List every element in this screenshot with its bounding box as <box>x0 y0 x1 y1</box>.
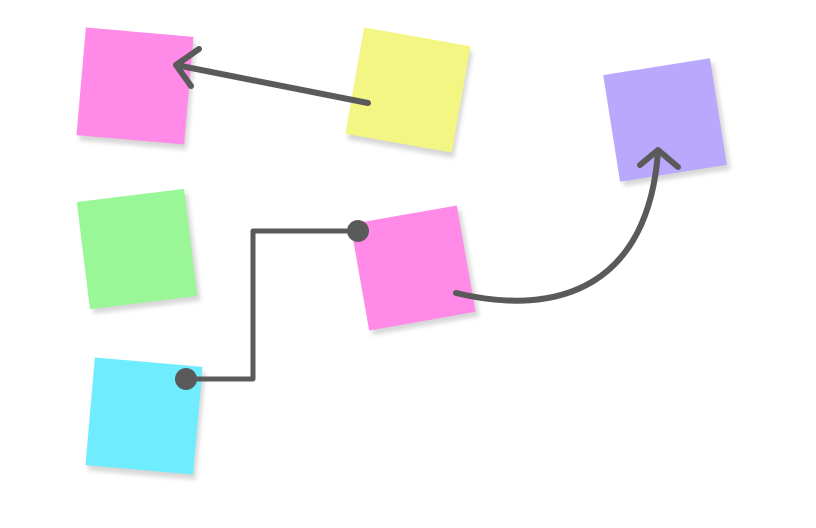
sticky-note-pink-top-left[interactable] <box>76 27 194 145</box>
sticky-note-green-left[interactable] <box>76 188 198 310</box>
sticky-note-pink-center[interactable] <box>350 205 476 331</box>
sticky-note-purple-right[interactable] <box>603 58 727 182</box>
connector-cyan-to-pink[interactable] <box>175 220 369 390</box>
elbow-connector-line <box>183 228 361 382</box>
connector-yellow-to-pink[interactable] <box>173 46 371 106</box>
sticky-note-yellow-top[interactable] <box>345 27 471 153</box>
straight-connector-line <box>173 62 371 106</box>
sticky-note-cyan-bottom-left[interactable] <box>85 357 203 475</box>
